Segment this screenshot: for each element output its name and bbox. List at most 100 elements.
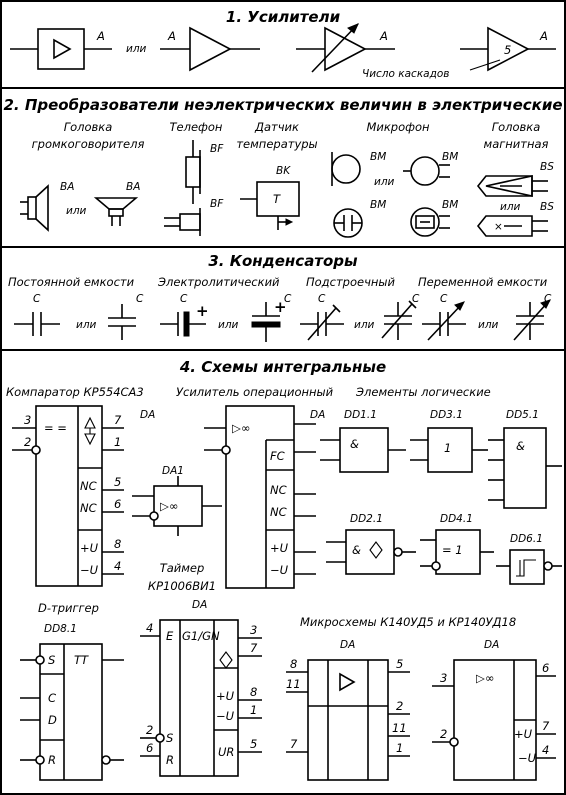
svg-text:▷∞: ▷∞ — [232, 421, 250, 435]
logic-dd61-schmitt: DD6.1 — [496, 533, 562, 585]
svg-text:TT: TT — [74, 653, 89, 667]
phone-label: Телефон — [170, 120, 223, 134]
mic-label: Микрофон — [366, 120, 430, 134]
svg-text:&: & — [516, 439, 525, 453]
svg-text:2: 2 — [396, 699, 403, 713]
capacitor-trimmer-1: C — [300, 293, 344, 341]
svg-text:4: 4 — [146, 621, 153, 635]
cap-fixed-label: Постоянной емкости — [8, 275, 135, 289]
timer-label-1: Таймер — [160, 561, 205, 575]
cap-electrolytic-label: Электролитический — [157, 275, 280, 289]
svg-text:R: R — [166, 753, 174, 767]
svg-text:C: C — [544, 293, 552, 305]
svg-text:+U: +U — [514, 727, 533, 741]
svg-text:3: 3 — [250, 623, 257, 637]
svg-text:+U: +U — [80, 541, 99, 555]
amplifier-triangle-symbol: A — [160, 26, 260, 72]
temp-sensor-label-2: температуры — [236, 137, 317, 151]
section-4-title: 4. Схемы интегральные — [179, 358, 386, 376]
svg-text:2: 2 — [24, 435, 31, 449]
svg-text:2: 2 — [440, 727, 447, 741]
svg-text:8: 8 — [250, 685, 257, 699]
svg-text:▷∞: ▷∞ — [476, 671, 494, 685]
speaker-label-1: Головка — [64, 120, 113, 134]
svg-text:8: 8 — [290, 657, 297, 671]
opamp-label: Усилитель операционный — [176, 385, 334, 399]
timer-ic: E G1/GN S R +U −U UR 4 2 6 3 7 8 1 5 DA — [140, 599, 262, 777]
svg-text:5: 5 — [250, 737, 257, 751]
svg-text:NC: NC — [80, 479, 97, 493]
svg-text:C: C — [33, 293, 41, 305]
svg-text:DD8.1: DD8.1 — [44, 623, 77, 635]
svg-text:A: A — [379, 29, 388, 43]
svg-text:BA: BA — [126, 181, 140, 193]
telephone-symbol-1: BF — [185, 140, 224, 204]
d-trigger-ic: S C D R TT DD8.1 — [20, 623, 124, 781]
svg-text:UR: UR — [218, 745, 234, 759]
svg-text:−U: −U — [80, 563, 99, 577]
svg-text:BM: BM — [442, 151, 458, 163]
svg-text:3: 3 — [24, 413, 31, 427]
svg-text:BM: BM — [370, 199, 386, 211]
svg-text:BM: BM — [442, 199, 458, 211]
svg-text:S: S — [48, 653, 55, 667]
magnetic-head-symbol-2: × BS — [476, 201, 554, 237]
svg-text:G1/GN: G1/GN — [182, 629, 220, 643]
svg-text:C: C — [440, 293, 448, 305]
cap-trimmer-label: Подстроечный — [306, 275, 395, 289]
comparator-label: Компаратор КР554СА3 — [6, 385, 144, 399]
svg-text:S: S — [166, 731, 173, 745]
svg-text:DA1: DA1 — [162, 465, 184, 477]
svg-text:3: 3 — [440, 671, 447, 685]
logic-elements-label: Элементы логические — [355, 385, 491, 399]
svg-text:BS: BS — [540, 201, 554, 213]
logic-dd11-and: & DD1.1 — [320, 409, 406, 473]
svg-text:11: 11 — [286, 677, 301, 691]
section-2-title: 2. Преобразователи неэлектрических велич… — [3, 96, 562, 114]
svg-text:= 1: = 1 — [442, 543, 463, 557]
svg-text:DA: DA — [310, 409, 325, 421]
svg-text:6: 6 — [542, 661, 549, 675]
capacitor-fixed-2: C — [108, 293, 144, 340]
svg-text:+U: +U — [216, 689, 235, 703]
amplifier-rect-symbol: A — [10, 28, 112, 70]
svg-text:= =: = = — [44, 421, 67, 435]
svg-text:BF: BF — [210, 143, 224, 155]
speaker-label-2: громкоговорителя — [32, 137, 145, 151]
svg-text:×: × — [494, 221, 503, 233]
ili-text: или — [126, 43, 147, 55]
svg-text:1: 1 — [444, 441, 451, 455]
svg-text:&: & — [350, 437, 359, 451]
telephone-symbol-2: BF — [164, 198, 224, 236]
svg-text:D: D — [48, 713, 57, 727]
ili-text: или — [374, 176, 395, 188]
svg-text:5: 5 — [504, 43, 511, 57]
amplifier-adjustable-symbol: A — [296, 23, 395, 73]
svg-text:A: A — [96, 29, 105, 43]
section-1-title: 1. Усилители — [226, 8, 341, 26]
svg-text:BK: BK — [276, 165, 291, 177]
svg-text:DD1.1: DD1.1 — [344, 409, 377, 421]
capacitor-variable-2: C — [513, 293, 552, 341]
svg-text:1: 1 — [114, 435, 121, 449]
svg-text:−U: −U — [216, 709, 235, 723]
temperature-sensor-symbol: T BK — [240, 165, 300, 230]
magnetic-head-symbol-1: BS — [476, 161, 554, 197]
svg-text:11: 11 — [392, 721, 407, 735]
svg-text:+U: +U — [270, 541, 289, 555]
da1-opamp: ▷∞ DA1 — [132, 465, 222, 536]
k140ud5-ic: 8 11 7 5 2 11 1 DA — [286, 639, 410, 781]
svg-text:BA: BA — [60, 181, 74, 193]
svg-text:+: + — [196, 302, 209, 320]
svg-text:4: 4 — [542, 743, 549, 757]
microphone-symbol-4: BM — [410, 199, 458, 237]
svg-text:+: + — [274, 298, 287, 316]
mag-head-label-2: магнитная — [484, 137, 549, 151]
svg-text:BS: BS — [540, 161, 554, 173]
mag-head-label-1: Головка — [492, 120, 541, 134]
cascade-count-label: Число каскадов — [362, 68, 449, 80]
svg-text:DD6.1: DD6.1 — [510, 533, 543, 545]
temp-sensor-label-1: Датчик — [254, 120, 299, 134]
svg-text:DA: DA — [484, 639, 499, 651]
svg-text:7: 7 — [290, 737, 298, 751]
